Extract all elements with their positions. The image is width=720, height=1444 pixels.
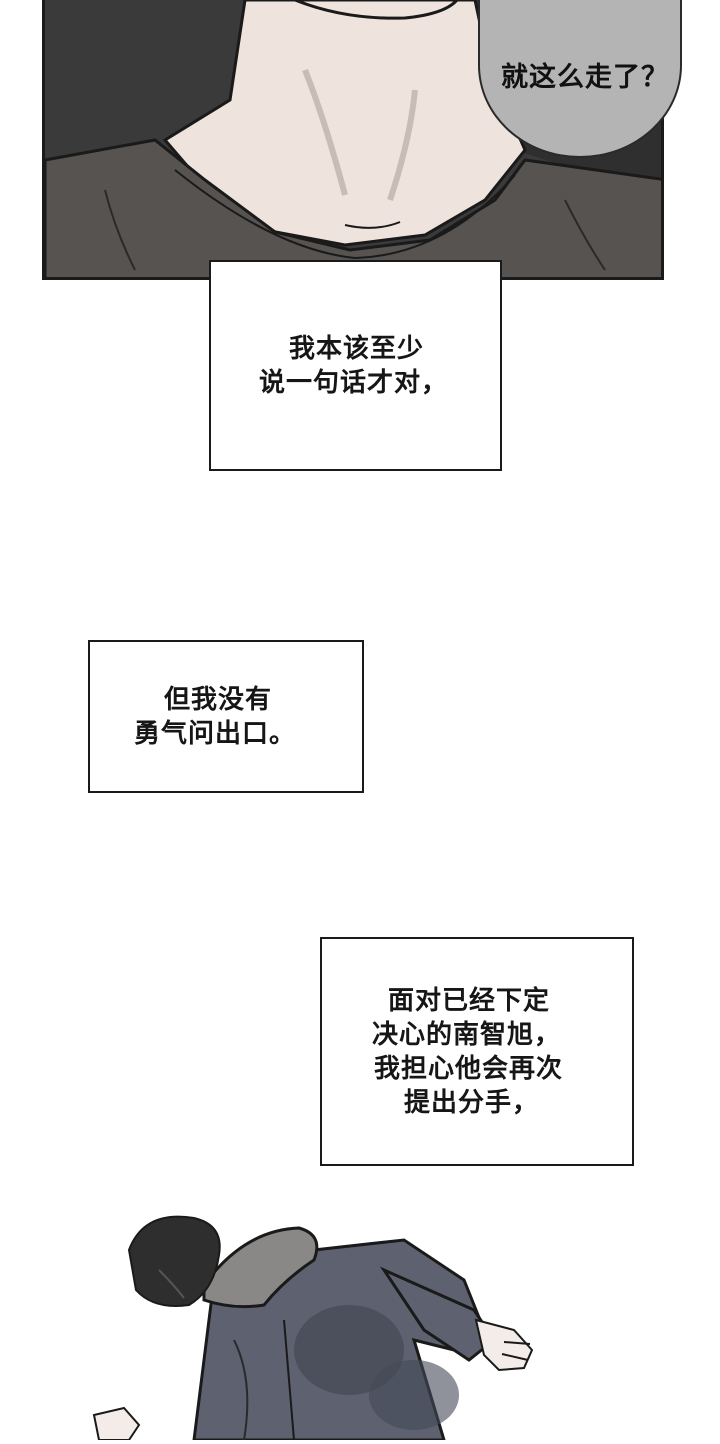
narration-caption-1: 我本该至少 说一句话才对，	[209, 260, 502, 471]
caption-line: 决心的南智旭，	[372, 1019, 562, 1050]
caption-line: 提出分手，	[404, 1087, 540, 1118]
caption-line: 但我没有	[164, 684, 273, 715]
caption-line: 我担心他会再次	[374, 1053, 564, 1084]
narration-caption-2: 但我没有 勇气问出口。	[88, 640, 364, 793]
speech-bubble: 就这么走了？	[478, 0, 682, 158]
caption-line: 我本该至少	[289, 333, 425, 364]
hooded-figure-svg	[92, 1215, 534, 1442]
speech-bubble-text: 就这么走了？	[501, 61, 669, 93]
character-hooded-jacket-illustration	[84, 1210, 544, 1442]
caption-line: 面对已经下定	[388, 985, 551, 1016]
caption-line: 说一句话才对，	[259, 367, 449, 398]
narration-caption-3: 面对已经下定 决心的南智旭， 我担心他会再次 提出分手，	[320, 937, 634, 1166]
caption-line: 勇气问出口。	[134, 718, 297, 749]
